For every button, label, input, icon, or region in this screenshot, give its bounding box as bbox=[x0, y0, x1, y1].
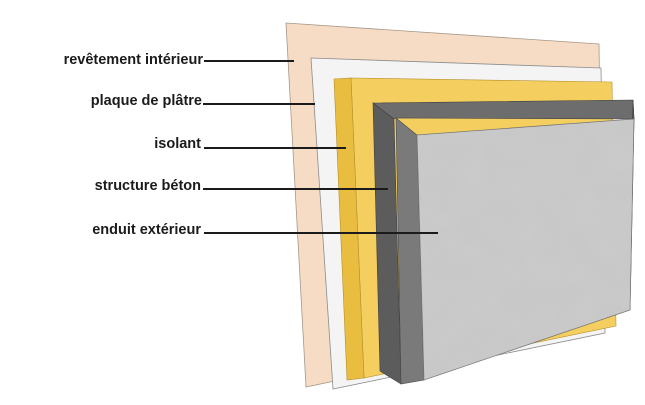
label-enduit-exterieur: enduit extérieur bbox=[92, 222, 201, 238]
layer-structure-top bbox=[372, 99, 635, 120]
enduit-texture bbox=[417, 119, 634, 380]
layer-isolant-side bbox=[333, 77, 365, 381]
label-plaque-de-platre: plaque de plâtre bbox=[90, 93, 202, 109]
label-isolant: isolant bbox=[154, 136, 201, 152]
label-structure-beton: structure béton bbox=[94, 178, 201, 194]
label-revetement-interieur: revêtement intérieur bbox=[63, 52, 203, 68]
